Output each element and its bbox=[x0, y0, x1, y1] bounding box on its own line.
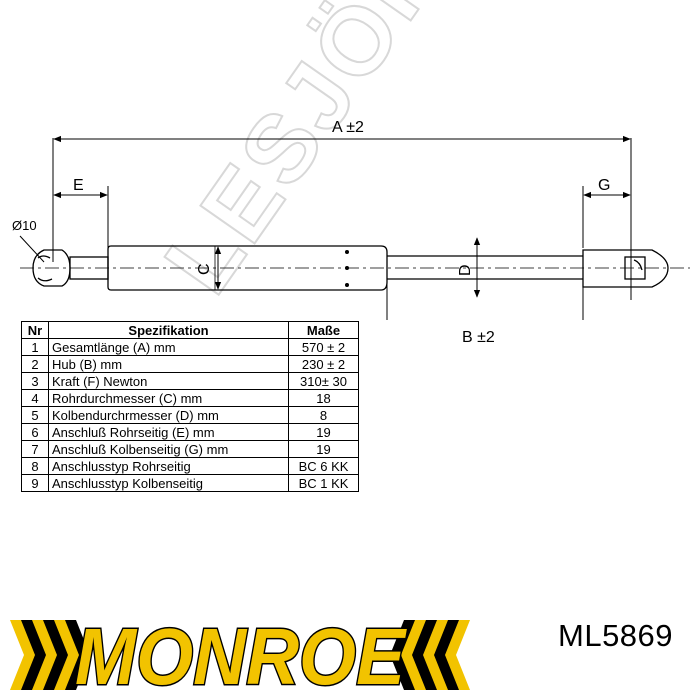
header-nr: Nr bbox=[21, 321, 49, 339]
left-eye-fitting bbox=[32, 249, 71, 287]
row-spec: Anschluß Kolbenseitig (G) mm bbox=[48, 440, 289, 458]
header-spezifikation: Spezifikation bbox=[48, 321, 289, 339]
row-value: 8 bbox=[288, 406, 359, 424]
monroe-logo: MONROE bbox=[10, 606, 470, 700]
row-spec: Anschluß Rohrseitig (E) mm bbox=[48, 423, 289, 441]
dimension-b-label: B ±2 bbox=[462, 329, 495, 346]
row-number: 4 bbox=[21, 389, 49, 407]
row-number: 3 bbox=[21, 372, 49, 390]
row-spec: Rohrdurchmesser (C) mm bbox=[48, 389, 289, 407]
extension-lines bbox=[52, 138, 632, 320]
table-row: 7 Anschluß Kolbenseitig (G) mm 19 bbox=[21, 440, 359, 458]
row-value: 18 bbox=[288, 389, 359, 407]
row-value: 230 ± 2 bbox=[288, 355, 359, 373]
row-number: 6 bbox=[21, 423, 49, 441]
row-number: 9 bbox=[21, 474, 49, 492]
dimension-g-label: G bbox=[598, 177, 610, 194]
header-masse: Maße bbox=[288, 321, 359, 339]
row-spec: Kraft (F) Newton bbox=[48, 372, 289, 390]
piston-rod bbox=[387, 255, 583, 280]
row-value: 570 ± 2 bbox=[288, 338, 359, 356]
table-row: 9 Anschlusstyp Kolbenseitig BC 1 KK bbox=[21, 474, 359, 492]
logo-stripe bbox=[390, 620, 415, 690]
logo-stripes-right bbox=[390, 620, 470, 690]
table-row: 2 Hub (B) mm 230 ± 2 bbox=[21, 355, 359, 373]
row-value: 19 bbox=[288, 423, 359, 441]
table-row: 6 Anschluß Rohrseitig (E) mm 19 bbox=[21, 423, 359, 441]
row-number: 8 bbox=[21, 457, 49, 475]
logo-stripe bbox=[65, 620, 90, 690]
tube-markings bbox=[345, 250, 349, 287]
row-spec: Anschlusstyp Kolbenseitig bbox=[48, 474, 289, 492]
table-row: 5 Kolbendurchrmesser (D) mm 8 bbox=[21, 406, 359, 424]
row-number: 1 bbox=[21, 338, 49, 356]
dimension-d-label: D bbox=[457, 264, 474, 276]
logo-text: MONROE bbox=[75, 612, 407, 692]
specification-table: Nr Spezifikation Maße 1 Gesamtlänge (A) … bbox=[21, 321, 359, 492]
logo-stripes-left bbox=[10, 620, 90, 690]
row-spec: Anschlusstyp Rohrseitig bbox=[48, 457, 289, 475]
row-number: 7 bbox=[21, 440, 49, 458]
row-number: 5 bbox=[21, 406, 49, 424]
row-spec: Gesamtlänge (A) mm bbox=[48, 338, 289, 356]
dimension-e-label: E bbox=[73, 177, 84, 194]
dimension-c-label: C bbox=[196, 263, 213, 275]
table-row: 3 Kraft (F) Newton 310± 30 bbox=[21, 372, 359, 390]
eye-diameter-label: Ø10 bbox=[12, 218, 37, 233]
table-header-row: Nr Spezifikation Maße bbox=[21, 321, 359, 339]
row-value: BC 1 KK bbox=[288, 474, 359, 492]
table-row: 8 Anschlusstyp Rohrseitig BC 6 KK bbox=[21, 457, 359, 475]
row-value: 19 bbox=[288, 440, 359, 458]
table-row: 1 Gesamtlänge (A) mm 570 ± 2 bbox=[21, 338, 359, 356]
gas-spring-technical-drawing: LESJÖFORS A ±2 E G Ø10 bbox=[12, 0, 690, 320]
dimension-a-label: A ±2 bbox=[332, 119, 364, 136]
row-number: 2 bbox=[21, 355, 49, 373]
row-spec: Hub (B) mm bbox=[48, 355, 289, 373]
row-spec: Kolbendurchrmesser (D) mm bbox=[48, 406, 289, 424]
dimension-b-label-layer: B ±2 bbox=[462, 329, 495, 346]
row-value: BC 6 KK bbox=[288, 457, 359, 475]
part-number: ML5869 bbox=[558, 618, 674, 653]
row-value: 310± 30 bbox=[288, 372, 359, 390]
eye-diameter-leader bbox=[19, 235, 45, 263]
table-row: 4 Rohrdurchmesser (C) mm 18 bbox=[21, 389, 359, 407]
